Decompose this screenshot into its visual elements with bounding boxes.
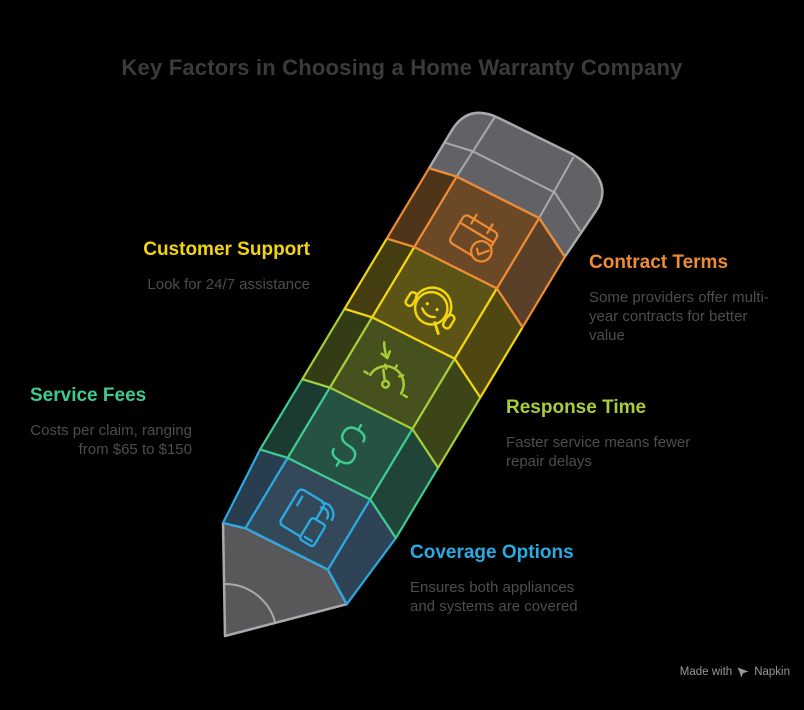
factor-coverage-options: Coverage Options Ensures both appliances…	[410, 543, 635, 616]
pencil-segment-service-fees	[259, 378, 440, 540]
fridge-phone-icon	[279, 488, 335, 548]
factor-contract-terms: Contract Terms Some providers offer mult…	[589, 253, 794, 345]
headset-icon	[404, 286, 456, 335]
pencil-eraser-cap	[427, 111, 604, 259]
eye-left	[425, 302, 429, 306]
factor-label: Service Fees	[30, 385, 147, 406]
eraser-facet-line-right	[538, 156, 575, 219]
dollar-icon	[331, 423, 366, 467]
factor-label: Contract Terms	[589, 252, 729, 273]
eye-right	[435, 307, 439, 312]
description-line: and systems are covered	[410, 598, 578, 615]
description-line: Ensures both appliances	[410, 579, 575, 596]
credit-brand: Napkin	[754, 666, 790, 678]
gauge-ticks	[363, 363, 409, 399]
headband	[414, 286, 453, 318]
pencil-segment-response-time	[301, 307, 482, 469]
factor-label: Response Time	[506, 397, 647, 418]
pencil	[221, 111, 604, 638]
eraser-facet-line-left	[455, 116, 496, 178]
calendar-header-line	[459, 221, 494, 244]
wave-inner	[319, 506, 330, 520]
factor-customer-support: Customer Support Look for 24/7 assistanc…	[60, 240, 310, 294]
factor-service-fees: Service Fees Costs per claim, ranging fr…	[30, 386, 192, 459]
factor-description: Ensures both appliances and systems are …	[410, 578, 635, 616]
eraser-band-line	[444, 141, 582, 232]
pencil-segment-customer-support	[343, 237, 524, 399]
check-mark	[475, 247, 490, 256]
calendar-pegs	[470, 213, 494, 235]
calendar-check-icon	[449, 213, 499, 263]
agent-face	[413, 290, 449, 326]
description-line: value	[589, 327, 625, 344]
gauge-icon	[363, 341, 409, 399]
earpiece-left	[404, 290, 419, 308]
gauge-hub	[381, 379, 391, 389]
wireless-waves	[319, 501, 335, 522]
factor-response-time: Response Time Faster service means fewer…	[506, 398, 721, 471]
wave-outer	[321, 501, 335, 522]
mic-boom	[433, 321, 440, 335]
page-title: Key Factors in Choosing a Home Warranty …	[121, 55, 683, 80]
check-circle	[470, 239, 493, 263]
description-line: Costs per claim, ranging	[30, 422, 192, 439]
phone-home-bar	[303, 535, 313, 543]
napkin-logo-icon	[737, 667, 749, 678]
description-line: year contracts for better	[589, 308, 748, 325]
description-line: repair delays	[506, 453, 592, 470]
fridge-handle	[296, 495, 304, 507]
smile	[421, 307, 437, 319]
description-line: Some providers offer multi-	[589, 289, 769, 306]
made-with-napkin-credit: Made with Napkin	[680, 666, 790, 678]
description-line: Look for 24/7 assistance	[147, 276, 310, 293]
description-line: Faster service means fewer	[506, 434, 691, 451]
dollar-stems	[335, 423, 363, 467]
earpiece-right	[441, 313, 456, 330]
tip-arc-line	[224, 582, 277, 624]
gauge-arrow-head	[380, 350, 392, 360]
factor-description: Some providers offer multi- year contrac…	[589, 288, 794, 345]
credit-prefix: Made with	[679, 666, 733, 678]
description-line: from $65 to $150	[78, 441, 192, 458]
eraser-body	[427, 111, 604, 259]
factor-label: Customer Support	[143, 239, 310, 260]
factor-description: Costs per claim, ranging from $65 to $15…	[30, 421, 192, 459]
factor-description: Look for 24/7 assistance	[60, 275, 310, 294]
factor-label: Coverage Options	[410, 542, 574, 563]
factor-description: Faster service means fewer repair delays	[506, 433, 721, 471]
gauge-needle	[382, 368, 387, 383]
